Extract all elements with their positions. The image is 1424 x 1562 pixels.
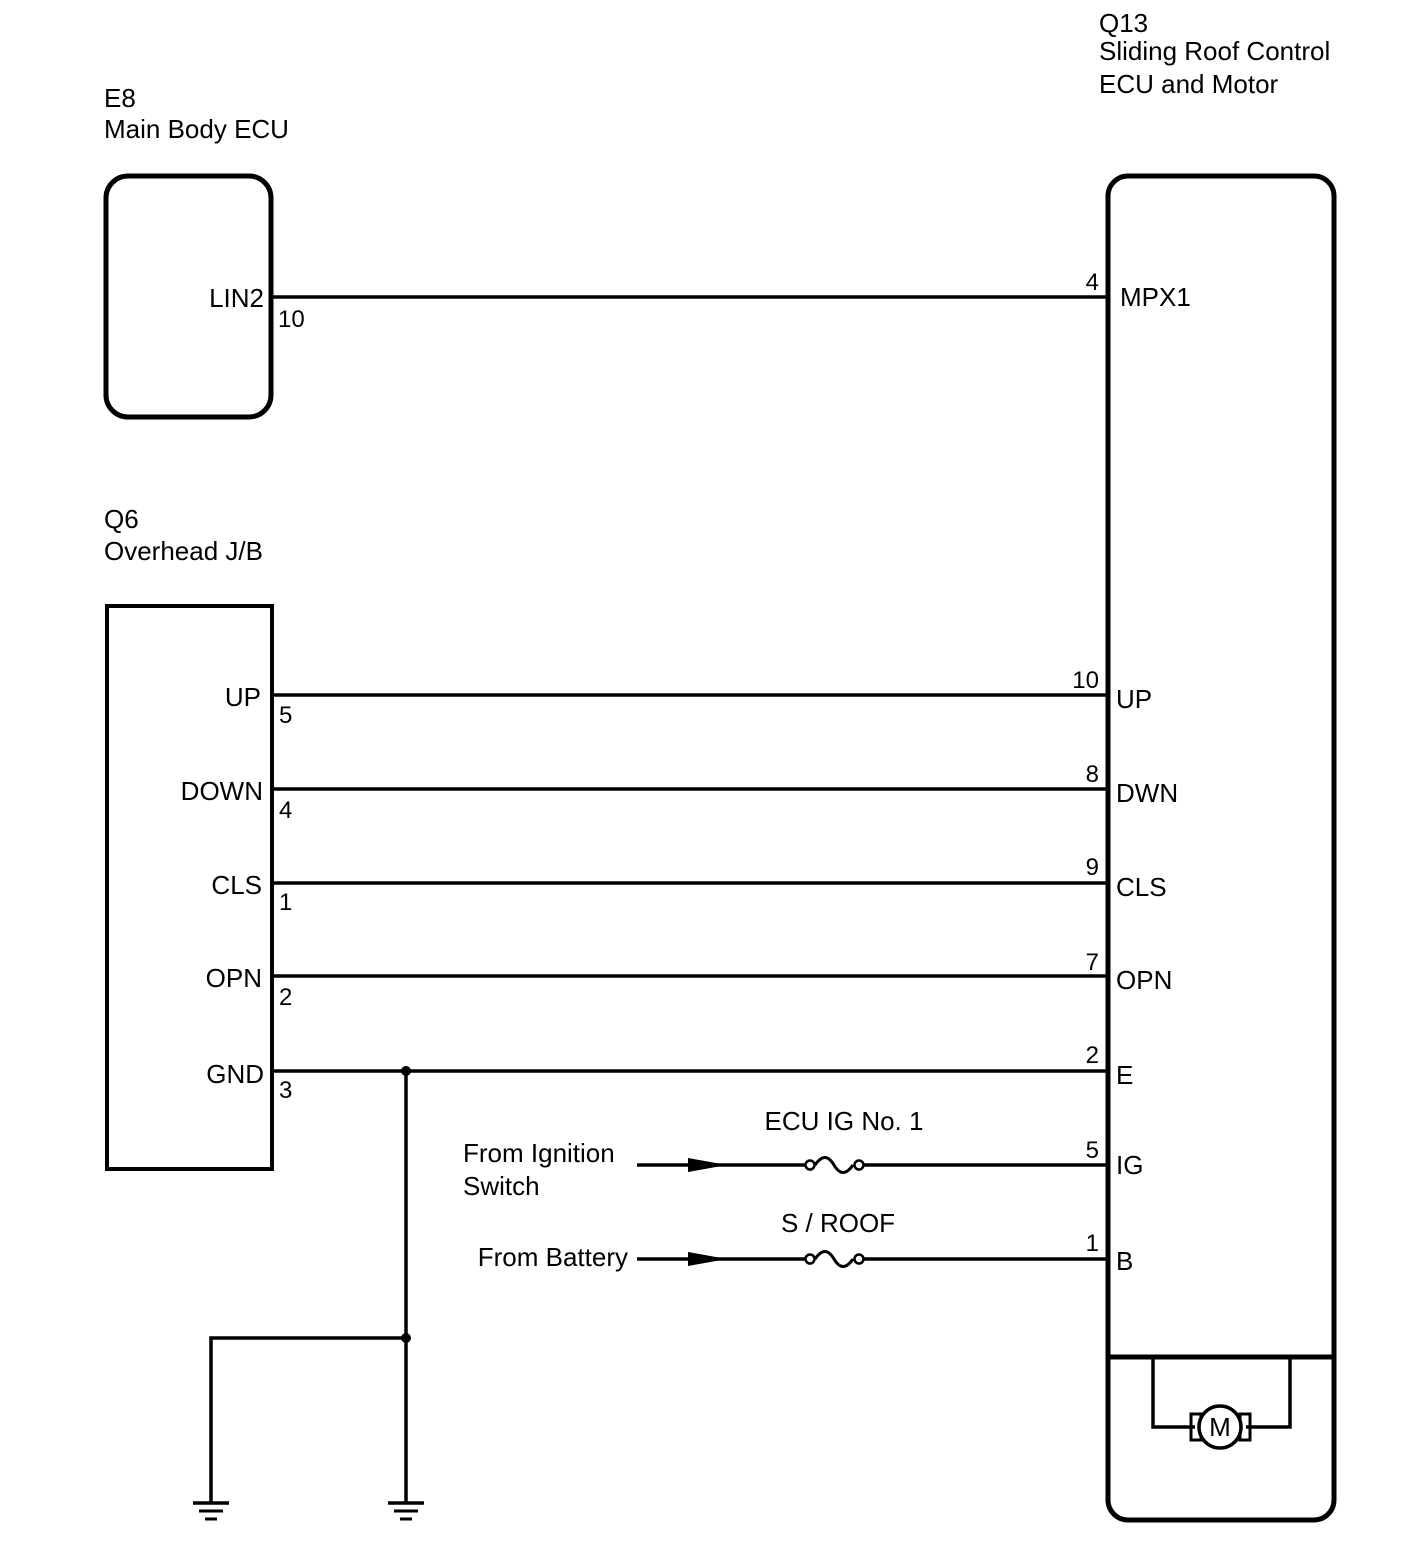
- q6-pin-gnd: GND 3: [206, 1059, 1108, 1104]
- q6-pin-label: GND: [206, 1059, 264, 1089]
- ground-branch-wire: [209, 1336, 406, 1503]
- q6-pin-num: 1: [279, 889, 292, 916]
- q13-pin-num: 2: [1086, 1042, 1099, 1069]
- ground-icon: [388, 1501, 424, 1521]
- q13-pins: 4 MPX1 10 UP 8 DWN 9 CLS 7 OPN 2 E 5 IG …: [1072, 269, 1191, 1276]
- q6-pin-label: CLS: [211, 870, 262, 900]
- q13-pin-label: E: [1116, 1060, 1133, 1090]
- ignition-feed: From Ignition Switch ECU IG No. 1: [463, 1106, 1108, 1201]
- arrow-icon: [688, 1252, 727, 1266]
- q6-pin-label: UP: [225, 682, 261, 712]
- q13-pin-num: 7: [1086, 949, 1099, 976]
- q6-code: Q6: [104, 504, 139, 534]
- q6-name: Overhead J/B: [104, 536, 263, 566]
- q13-code: Q13: [1099, 8, 1148, 38]
- ignition-source-line1: From Ignition: [463, 1138, 615, 1168]
- q6-pin-opn: OPN 2: [206, 963, 1108, 1011]
- q6-box: [105, 604, 274, 1171]
- q13-pin-label: DWN: [1116, 778, 1178, 808]
- arrow-icon: [688, 1158, 727, 1172]
- q13-pin-label: CLS: [1116, 872, 1167, 902]
- fuse-s-roof-label: S / ROOF: [781, 1208, 895, 1238]
- q6-pin-num: 4: [279, 797, 292, 824]
- fuse-ecu-ig-label: ECU IG No. 1: [765, 1106, 924, 1136]
- e8-code: E8: [104, 83, 136, 113]
- fuse-icon: [804, 1250, 865, 1268]
- fuse-icon: [804, 1156, 865, 1174]
- q6-pin-num: 3: [279, 1077, 292, 1104]
- q13-pin-label: UP: [1116, 684, 1152, 714]
- ground-network: [193, 1066, 424, 1521]
- q6-pin-num: 2: [279, 984, 292, 1011]
- q13-name-line2: ECU and Motor: [1099, 69, 1279, 99]
- q6-pin-down: DOWN 4: [181, 776, 1108, 824]
- q13-pin-num: 8: [1086, 761, 1099, 788]
- q6-component: Q6 Overhead J/B: [104, 504, 274, 1171]
- motor-wire-right: [1246, 1358, 1292, 1429]
- q13-pin-label: MPX1: [1120, 282, 1191, 312]
- e8-pin-lin2-num: 10: [278, 306, 305, 333]
- q13-pin-num: 4: [1086, 269, 1099, 296]
- e8-name: Main Body ECU: [104, 114, 289, 144]
- ignition-source-line2: Switch: [463, 1171, 540, 1201]
- q6-pin-label: DOWN: [181, 776, 263, 806]
- motor-wire-left: [1151, 1358, 1195, 1429]
- q6-pin-cls: CLS 1: [211, 870, 1108, 916]
- battery-feed: From Battery S / ROOF: [478, 1208, 1108, 1272]
- e8-pin-lin2-label: LIN2: [209, 283, 264, 313]
- q13-component: Q13 Sliding Roof Control ECU and Motor M: [1099, 8, 1337, 1523]
- q13-pin-num: 5: [1086, 1137, 1099, 1164]
- ground-icon: [193, 1501, 229, 1521]
- motor-icon: M: [1189, 1404, 1252, 1450]
- q6-pin-label: OPN: [206, 963, 262, 993]
- q13-pin-label: IG: [1116, 1150, 1143, 1180]
- q6-pin-num: 5: [279, 702, 292, 729]
- q13-name-line1: Sliding Roof Control: [1099, 36, 1330, 66]
- q13-pin-num: 10: [1072, 667, 1099, 694]
- splice-dot: [401, 1333, 411, 1343]
- q13-pin-label: B: [1116, 1246, 1133, 1276]
- q6-pin-up: UP 5: [225, 682, 1108, 729]
- e8-component: E8 Main Body ECU LIN2 10: [103, 83, 305, 420]
- q13-pin-num: 1: [1086, 1230, 1099, 1257]
- q13-pin-label: OPN: [1116, 965, 1172, 995]
- q13-pin-num: 9: [1086, 854, 1099, 881]
- motor-label: M: [1209, 1412, 1231, 1442]
- splice-dot: [401, 1066, 411, 1076]
- battery-source-label: From Battery: [478, 1242, 628, 1272]
- q13-box: [1105, 173, 1337, 1523]
